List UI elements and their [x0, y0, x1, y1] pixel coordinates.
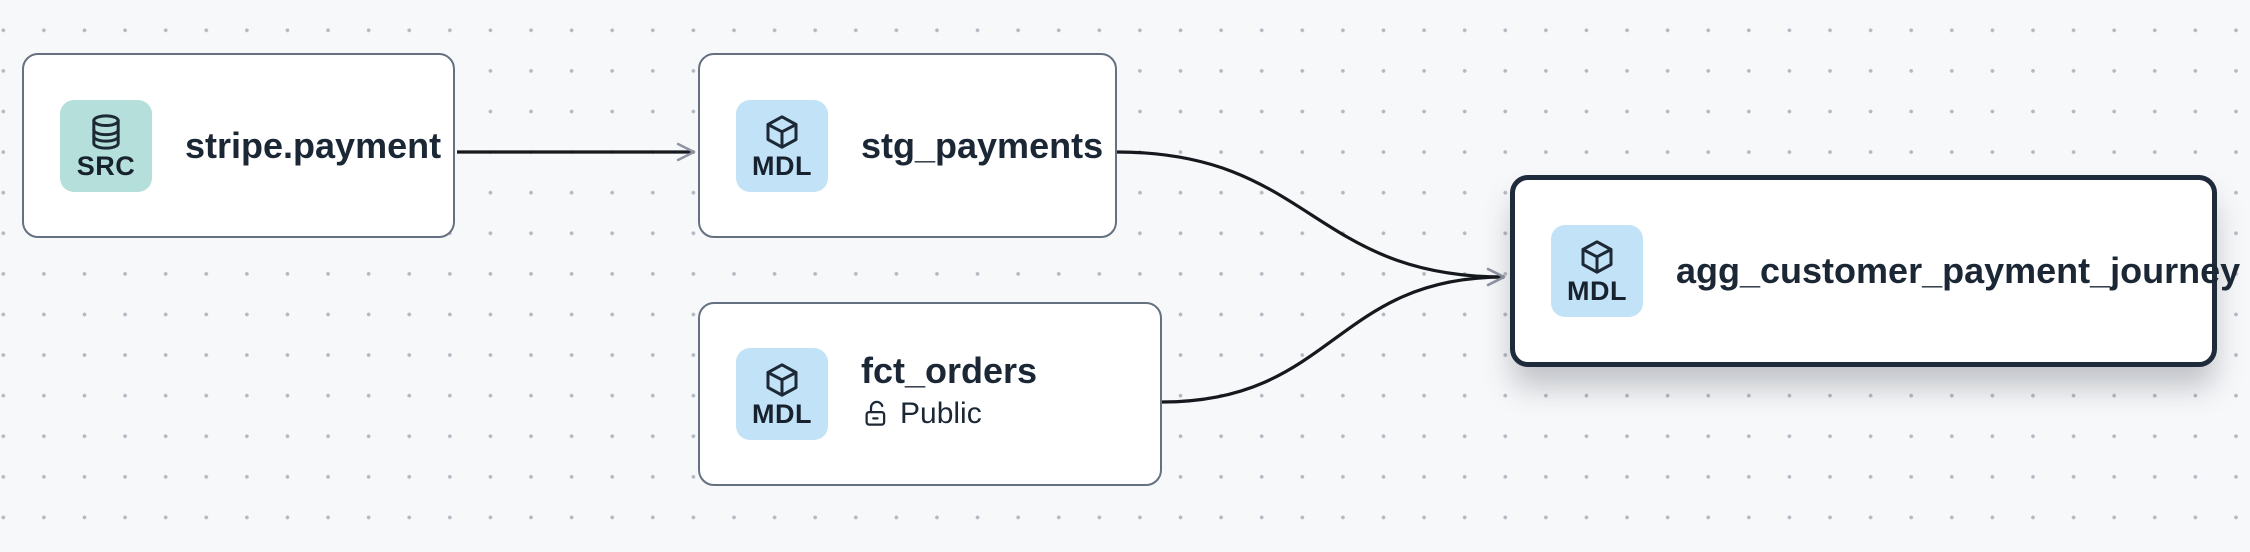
access-label: Public — [900, 396, 982, 430]
node-text: fct_orders Public — [861, 349, 1037, 430]
node-title: agg_customer_payment_journey — [1676, 250, 2241, 292]
node-stripe-payment[interactable]: SRC stripe.payment — [22, 53, 455, 238]
edge-fct-orders-to-agg-customer-payment-journey — [1161, 267, 1506, 404]
badge-label: SRC — [76, 150, 136, 181]
node-stg-payments[interactable]: MDL stg_payments — [698, 53, 1117, 238]
cube-icon — [766, 363, 798, 397]
model-badge: MDL — [736, 348, 828, 440]
unlock-icon — [865, 400, 886, 426]
node-title: stripe.payment — [185, 124, 442, 166]
database-icon — [92, 113, 120, 150]
node-agg-customer-payment-journey[interactable]: MDL agg_customer_payment_journey — [1510, 175, 2240, 367]
cube-icon — [1581, 240, 1613, 274]
cube-icon — [766, 114, 798, 149]
edge-stg-payments-to-agg-customer-payment-journey — [1116, 150, 1506, 287]
node-title: fct_orders — [861, 350, 1038, 392]
badge-label: MDL — [752, 150, 812, 181]
badge-label: MDL — [1567, 276, 1627, 306]
badge-label: MDL — [752, 399, 812, 429]
node-title: stg_payments — [861, 124, 1104, 166]
source-badge: SRC — [60, 99, 152, 192]
node-fct-orders[interactable]: MDL fct_orders Public — [698, 302, 1162, 486]
access-row: Public — [861, 397, 1037, 431]
model-badge: MDL — [1551, 225, 1643, 317]
model-badge: MDL — [736, 99, 828, 192]
